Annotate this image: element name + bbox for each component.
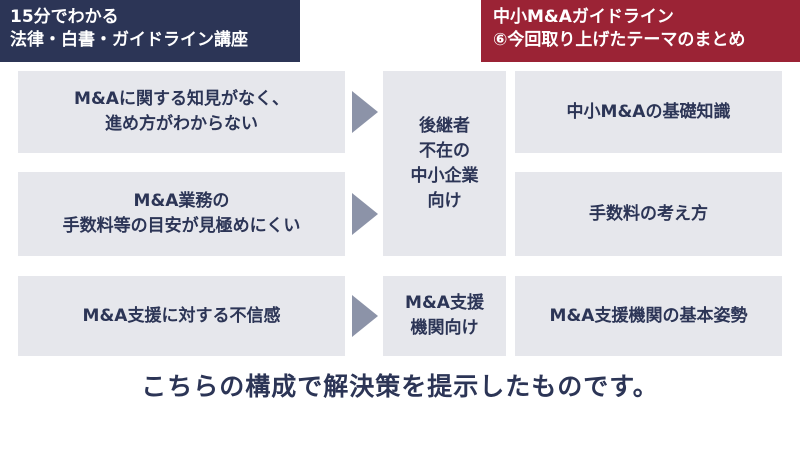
header-topic-title: 中小M&Aガイドライン ⑥今回取り上げたテーマのまとめ [481, 0, 800, 62]
problem-box-knowledge: M&Aに関する知見がなく、 進め方がわからない [18, 71, 345, 153]
header-topic-line1: 中小M&Aガイドライン [493, 7, 674, 27]
arrow-right-icon [352, 193, 378, 235]
header-series-line1: 15分でわかる [10, 7, 119, 27]
target-line: M&A支援 [405, 293, 484, 313]
theme-label: 中小M&Aの基礎知識 [566, 101, 731, 122]
target-box-support-org: M&A支援 機関向け [383, 276, 506, 356]
target-line: 後継者 [419, 115, 470, 136]
target-line: 機関向け [410, 318, 479, 338]
target-line: 中小企業 [410, 165, 479, 186]
problem-box-distrust: M&A支援に対する不信感 [18, 276, 345, 356]
theme-box-fees: 手数料の考え方 [515, 172, 782, 256]
header-topic-line2: ⑥今回取り上げたテーマのまとめ [493, 30, 746, 50]
conclusion-text: こちらの構成で解決策を提示したものです。 [141, 372, 659, 401]
problem-line: 進め方がわからない [105, 114, 258, 134]
problem-line: M&A支援に対する不信感 [82, 305, 281, 326]
target-line: 向け [427, 190, 462, 211]
theme-box-stance: M&A支援機関の基本姿勢 [515, 276, 782, 356]
arrow-right-icon [352, 91, 378, 133]
theme-box-basics: 中小M&Aの基礎知識 [515, 71, 782, 153]
problem-box-fees: M&A業務の 手数料等の目安が見極めにくい [18, 172, 345, 256]
theme-label: 手数料の考え方 [589, 203, 708, 224]
target-line: 不在の [419, 140, 470, 161]
problem-line: 手数料等の目安が見極めにくい [62, 216, 301, 236]
problem-line: M&A業務の [133, 191, 230, 211]
problem-line: M&Aに関する知見がなく、 [74, 89, 289, 109]
arrow-right-icon [352, 295, 378, 337]
theme-label: M&A支援機関の基本姿勢 [549, 305, 748, 326]
target-box-sme: 後継者 不在の 中小企業 向け [383, 71, 506, 256]
header-series-title: 15分でわかる 法律・白書・ガイドライン講座 [0, 0, 300, 62]
header-series-line2: 法律・白書・ガイドライン講座 [10, 30, 248, 50]
